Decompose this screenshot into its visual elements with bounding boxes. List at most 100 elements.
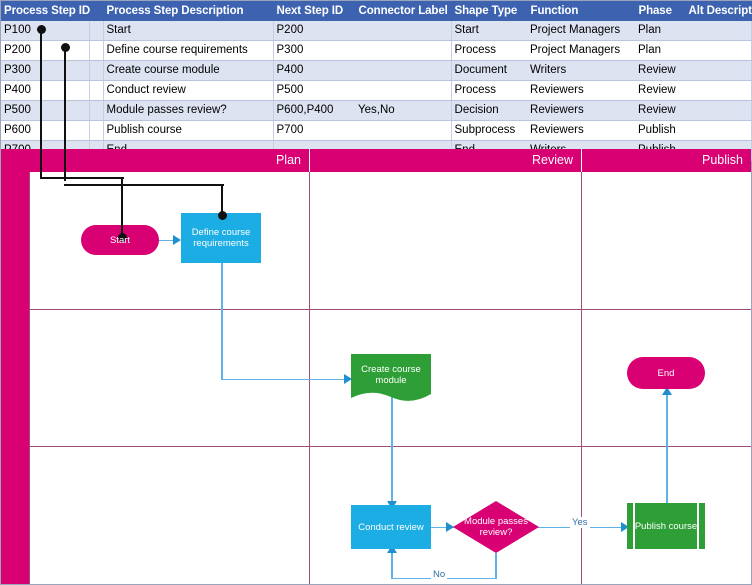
cell-function: Project Managers xyxy=(527,40,636,61)
column-header-alt-description[interactable]: Alt Description xyxy=(685,1,752,21)
cell-shape-type: Process xyxy=(451,40,528,61)
cell-connector-label xyxy=(355,40,452,61)
phase-header-publish[interactable]: Publish xyxy=(581,149,751,172)
cell-function: Reviewers xyxy=(527,120,636,141)
cell-step-id: P600 xyxy=(1,120,90,141)
shape-label: Module passes review? xyxy=(464,516,528,538)
shape-conduct-review[interactable]: Conduct review xyxy=(351,505,431,549)
table-row[interactable]: P100 Start P200 Start Project Managers P… xyxy=(1,21,752,41)
shape-module-passes-review-decision[interactable]: Module passes review? xyxy=(453,501,539,553)
cell-next-step: P200 xyxy=(273,21,356,41)
column-header-connector-label[interactable]: Connector Label xyxy=(355,1,452,21)
cell-step-id: P500 xyxy=(1,100,90,121)
connector-create-to-conduct xyxy=(391,397,393,507)
cell-alt-description xyxy=(685,80,752,101)
connector-arrowhead xyxy=(387,545,397,553)
lane-label-reviewers[interactable]: Reviewers xyxy=(1,446,51,584)
table-row[interactable]: P600 Publish course P700 Subprocess Revi… xyxy=(1,120,752,141)
column-header-function[interactable]: Function xyxy=(527,1,636,21)
connector-label-yes: Yes xyxy=(570,517,590,528)
table-header-row: Process Step ID Process Step Description… xyxy=(1,1,752,21)
shape-label: Create course module xyxy=(361,364,421,386)
connector-arrowhead xyxy=(662,387,672,395)
callout-line-2-v1 xyxy=(64,47,67,181)
lane-label-project-managers[interactable]: Project Managers xyxy=(1,172,71,311)
column-header-process-step-id[interactable]: Process Step ID xyxy=(1,1,104,21)
cell-callout-gutter xyxy=(89,100,104,121)
lane-label-column: Project Managers Writers Reviewers xyxy=(1,172,71,584)
cell-step-id: P400 xyxy=(1,80,90,101)
cell-shape-type: Decision xyxy=(451,100,528,121)
shape-label: Publish course xyxy=(634,520,698,532)
cell-connector-label xyxy=(355,60,452,81)
table-body: P100 Start P200 Start Project Managers P… xyxy=(1,21,752,161)
connector-conduct-to-decision xyxy=(430,526,454,529)
table-row[interactable]: P300 Create course module P400 Document … xyxy=(1,60,752,81)
table-row[interactable]: P500 Module passes review? P600,P400 Yes… xyxy=(1,100,752,121)
diamond-shape-icon xyxy=(453,501,539,553)
callout-dot-start-shape xyxy=(118,233,127,242)
callout-line-2-h xyxy=(64,184,224,187)
column-header-phase[interactable]: Phase xyxy=(635,1,686,21)
callout-line-2-v2 xyxy=(221,184,224,214)
cell-shape-type: Start xyxy=(451,21,528,41)
phase-divider-plan-review xyxy=(309,172,310,584)
connector-arrowhead xyxy=(173,235,181,245)
cell-step-id: P200 xyxy=(1,40,90,61)
connector-decision-no-v1 xyxy=(495,553,497,579)
cell-next-step: P400 xyxy=(273,60,356,81)
subprocess-shape-icon xyxy=(627,503,705,549)
lane-label-writers[interactable]: Writers xyxy=(1,309,42,448)
connector-arrowhead xyxy=(446,522,454,532)
cell-function: Writers xyxy=(527,60,636,81)
cell-alt-description xyxy=(685,100,752,121)
cell-connector-label xyxy=(355,80,452,101)
cell-step-id: P300 xyxy=(1,60,90,81)
shape-create-course-module[interactable]: Create course module xyxy=(351,354,431,404)
table-row[interactable]: P400 Conduct review P500 Process Reviewe… xyxy=(1,80,752,101)
cell-phase: Plan xyxy=(635,21,686,41)
phase-divider-review-publish xyxy=(581,172,582,584)
cell-next-step: P600,P400 xyxy=(273,100,356,121)
callout-dot-define-shape xyxy=(218,211,227,220)
cell-connector-label xyxy=(355,21,452,41)
phase-header-plan[interactable]: Plan xyxy=(275,153,301,167)
cell-connector-label xyxy=(355,120,452,141)
cell-description: Create course module xyxy=(103,60,274,81)
cell-next-step: P700 xyxy=(273,120,356,141)
table-row[interactable]: P200 Define course requirements P300 Pro… xyxy=(1,40,752,61)
shape-define-course-requirements[interactable]: Define course requirements xyxy=(181,213,261,263)
shape-label: Conduct review xyxy=(358,521,424,533)
cell-shape-type: Process xyxy=(451,80,528,101)
connector-arrowhead xyxy=(621,522,629,532)
lane-divider-2 xyxy=(29,446,751,447)
phase-header-review[interactable]: Review xyxy=(309,149,581,172)
cell-connector-label: Yes,No xyxy=(355,100,452,121)
column-header-process-step-description[interactable]: Process Step Description xyxy=(103,1,274,21)
lane-body xyxy=(29,172,752,584)
cell-callout-gutter xyxy=(89,40,104,61)
column-header-next-step-id[interactable]: Next Step ID xyxy=(273,1,356,21)
connector-start-to-define xyxy=(156,239,180,242)
cell-description: Publish course xyxy=(103,120,274,141)
connector-define-to-create-v xyxy=(221,262,223,380)
callout-line-1-v1 xyxy=(40,29,43,179)
cell-next-step: P300 xyxy=(273,40,356,61)
cell-function: Reviewers xyxy=(527,80,636,101)
shape-publish-course[interactable]: Publish course xyxy=(627,503,705,549)
cell-phase: Review xyxy=(635,80,686,101)
shape-end[interactable]: End xyxy=(627,357,705,389)
connector-decision-no-v2 xyxy=(391,549,393,578)
cell-phase: Plan xyxy=(635,40,686,61)
cell-alt-description xyxy=(685,60,752,81)
cell-function: Project Managers xyxy=(527,21,636,41)
cell-description: Conduct review xyxy=(103,80,274,101)
cell-next-step: P500 xyxy=(273,80,356,101)
cell-description: Define course requirements xyxy=(103,40,274,61)
cross-functional-flowchart: Plan Review Publish Project Managers Wri… xyxy=(1,149,751,584)
shape-start[interactable]: Start xyxy=(81,225,159,255)
column-header-shape-type[interactable]: Shape Type xyxy=(451,1,528,21)
cell-callout-gutter xyxy=(89,80,104,101)
cell-callout-gutter xyxy=(89,60,104,81)
